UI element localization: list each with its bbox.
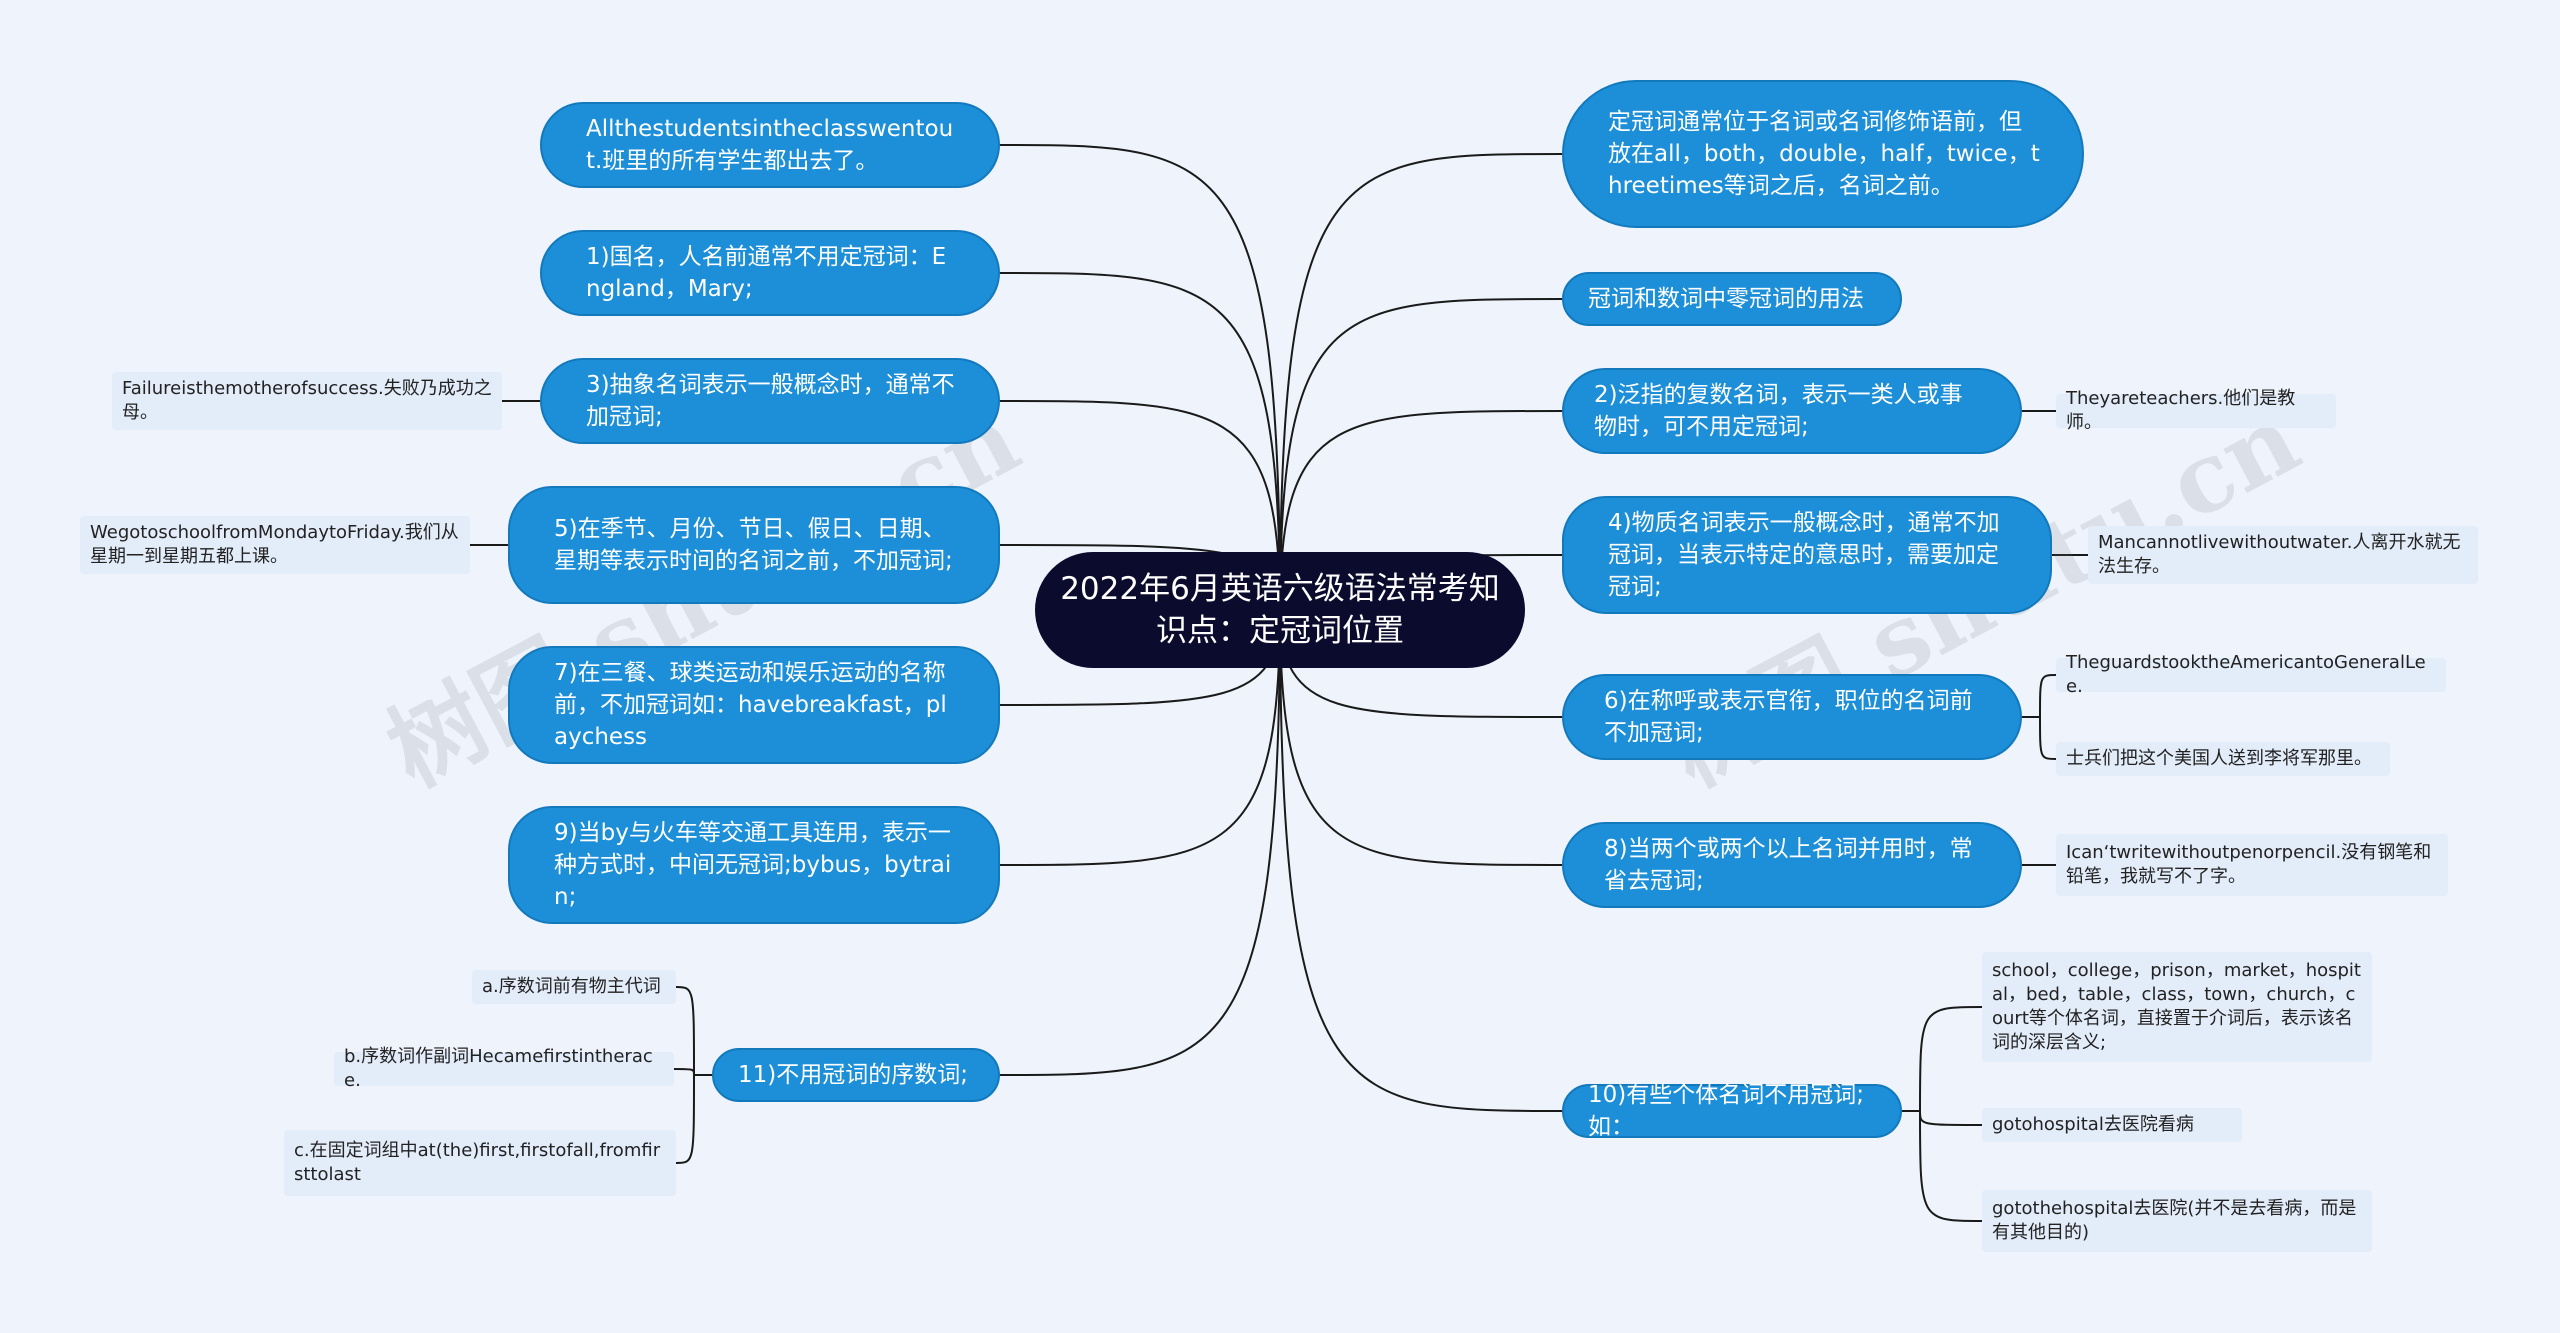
- root-connector: [1279, 609, 1563, 1112]
- leaf-connector: [2022, 674, 2057, 718]
- leaf-label: TheguardstooktheAmericantoGeneralLee.: [2066, 652, 2426, 697]
- root-connector: [1279, 298, 1563, 611]
- topic-node[interactable]: 8)当两个或两个以上名词并用时，常省去冠词;: [1562, 822, 2022, 908]
- root-connector: [999, 609, 1281, 1076]
- leaf-label: 士兵们把这个美国人送到李将军那里。: [2066, 748, 2372, 769]
- leaf-node[interactable]: WegotoschoolfromMondaytoFriday.我们从星期一到星期…: [80, 516, 470, 574]
- leaf-node[interactable]: Ican‘twritewithoutpenorpencil.没有钢笔和铅笔，我就…: [2056, 834, 2448, 896]
- root-connector: [1279, 410, 1563, 611]
- leaf-node[interactable]: Failureisthemotherofsuccess.失败乃成功之母。: [112, 372, 502, 430]
- leaf-node[interactable]: Mancannotlivewithoutwater.人离开水就无法生存。: [2088, 526, 2478, 584]
- topic-node[interactable]: 9)当by与火车等交通工具连用，表示一种方式时，中间无冠词;bybus，bytr…: [508, 806, 1000, 924]
- leaf-node[interactable]: c.在固定词组中at(the)first,firstofall,fromfirs…: [284, 1130, 676, 1196]
- root-title: 2022年6月英语六级语法常考知识点：定冠词位置: [1060, 571, 1500, 649]
- topic-label: 定冠词通常位于名词或名词修饰语前，但放在all，both，double，half…: [1608, 109, 2040, 199]
- topic-label: 2)泛指的复数名词，表示一类人或事物时，可不用定冠词;: [1594, 382, 1963, 440]
- leaf-node[interactable]: Theyareteachers.他们是教师。: [2056, 388, 2336, 433]
- leaf-connector: [1902, 1006, 1983, 1112]
- topic-label: 冠词和数词中零冠词的用法: [1588, 286, 1864, 312]
- topic-node[interactable]: 1)国名，人名前通常不用定冠词：England，Mary;: [540, 230, 1000, 316]
- topic-label: 4)物质名词表示一般概念时，通常不加冠词，当表示特定的意思时，需要加定冠词;: [1608, 510, 2000, 600]
- topic-node[interactable]: 6)在称呼或表示官衔，职位的名词前不加冠词;: [1562, 674, 2022, 760]
- topic-node[interactable]: 定冠词通常位于名词或名词修饰语前，但放在all，both，double，half…: [1562, 80, 2084, 228]
- leaf-node[interactable]: TheguardstooktheAmericantoGeneralLee.: [2056, 652, 2446, 697]
- topic-label: 11)不用冠词的序数词;: [738, 1062, 968, 1088]
- topic-node[interactable]: 3)抽象名词表示一般概念时，通常不加冠词;: [540, 358, 1000, 444]
- leaf-label: c.在固定词组中at(the)first,firstofall,fromfirs…: [294, 1140, 661, 1185]
- root-connector: [999, 400, 1281, 611]
- leaf-connector: [675, 986, 712, 1076]
- leaf-connector: [1902, 1110, 1983, 1126]
- topic-label: 10)有些个体名词不用冠词;如：: [1588, 1082, 1864, 1140]
- root-topic[interactable]: 2022年6月英语六级语法常考知识点：定冠词位置: [1035, 552, 1525, 668]
- leaf-node[interactable]: school，college，prison，market，hospital，be…: [1982, 952, 2372, 1062]
- leaf-label: a.序数词前有物主代词: [482, 976, 661, 997]
- leaf-node[interactable]: 士兵们把这个美国人送到李将军那里。: [2056, 742, 2390, 776]
- leaf-connector: [1902, 1110, 1983, 1222]
- topic-label: 1)国名，人名前通常不用定冠词：England，Mary;: [586, 244, 947, 302]
- leaf-node[interactable]: gotohospital去医院看病: [1982, 1108, 2242, 1142]
- leaf-label: gotohospital去医院看病: [1992, 1114, 2194, 1135]
- root-connector: [999, 144, 1281, 611]
- leaf-label: school，college，prison，market，hospital，be…: [1992, 960, 2361, 1053]
- root-connector: [1279, 153, 1563, 611]
- leaf-label: Failureisthemotherofsuccess.失败乃成功之母。: [122, 378, 492, 423]
- leaf-label: Mancannotlivewithoutwater.人离开水就无法生存。: [2098, 532, 2461, 577]
- leaf-label: Theyareteachers.他们是教师。: [2066, 388, 2296, 433]
- leaf-node[interactable]: gotothehospital去医院(并不是去看病，而是有其他目的): [1982, 1190, 2372, 1252]
- leaf-label: WegotoschoolfromMondaytoFriday.我们从星期一到星期…: [90, 522, 459, 567]
- leaf-label: Ican‘twritewithoutpenorpencil.没有钢笔和铅笔，我就…: [2066, 842, 2432, 887]
- topic-node[interactable]: 冠词和数词中零冠词的用法: [1562, 272, 1902, 326]
- topic-label: 6)在称呼或表示官衔，职位的名词前不加冠词;: [1604, 688, 1973, 746]
- topic-node[interactable]: Allthestudentsintheclasswentout.班里的所有学生都…: [540, 102, 1000, 188]
- topic-node[interactable]: 7)在三餐、球类运动和娱乐运动的名称前，不加冠词如：havebreakfast，…: [508, 646, 1000, 764]
- root-connector: [1279, 609, 1563, 866]
- topic-node[interactable]: 4)物质名词表示一般概念时，通常不加冠词，当表示特定的意思时，需要加定冠词;: [1562, 496, 2052, 614]
- leaf-label: b.序数词作副词Hecamefirstintherace.: [344, 1046, 653, 1091]
- leaf-connector: [2022, 716, 2057, 760]
- leaf-label: gotothehospital去医院(并不是去看病，而是有其他目的): [1992, 1198, 2357, 1243]
- topic-label: 7)在三餐、球类运动和娱乐运动的名称前，不加冠词如：havebreakfast，…: [554, 660, 947, 750]
- leaf-connector: [675, 1074, 712, 1164]
- topic-node[interactable]: 10)有些个体名词不用冠词;如：: [1562, 1082, 1902, 1140]
- topic-node[interactable]: 2)泛指的复数名词，表示一类人或事物时，可不用定冠词;: [1562, 368, 2022, 454]
- topic-label: 9)当by与火车等交通工具连用，表示一种方式时，中间无冠词;bybus，bytr…: [554, 820, 952, 910]
- topic-node[interactable]: 11)不用冠词的序数词;: [712, 1048, 1000, 1102]
- topic-label: 8)当两个或两个以上名词并用时，常省去冠词;: [1604, 836, 1973, 894]
- leaf-node[interactable]: a.序数词前有物主代词: [472, 970, 676, 1004]
- topic-node[interactable]: 5)在季节、月份、节日、假日、日期、星期等表示时间的名词之前，不加冠词;: [508, 486, 1000, 604]
- topic-label: Allthestudentsintheclasswentout.班里的所有学生都…: [586, 116, 954, 174]
- root-connector: [999, 609, 1281, 866]
- root-connector: [999, 272, 1281, 611]
- topic-label: 5)在季节、月份、节日、假日、日期、星期等表示时间的名词之前，不加冠词;: [554, 516, 953, 574]
- topic-label: 3)抽象名词表示一般概念时，通常不加冠词;: [586, 372, 955, 430]
- leaf-node[interactable]: b.序数词作副词Hecamefirstintherace.: [334, 1046, 674, 1091]
